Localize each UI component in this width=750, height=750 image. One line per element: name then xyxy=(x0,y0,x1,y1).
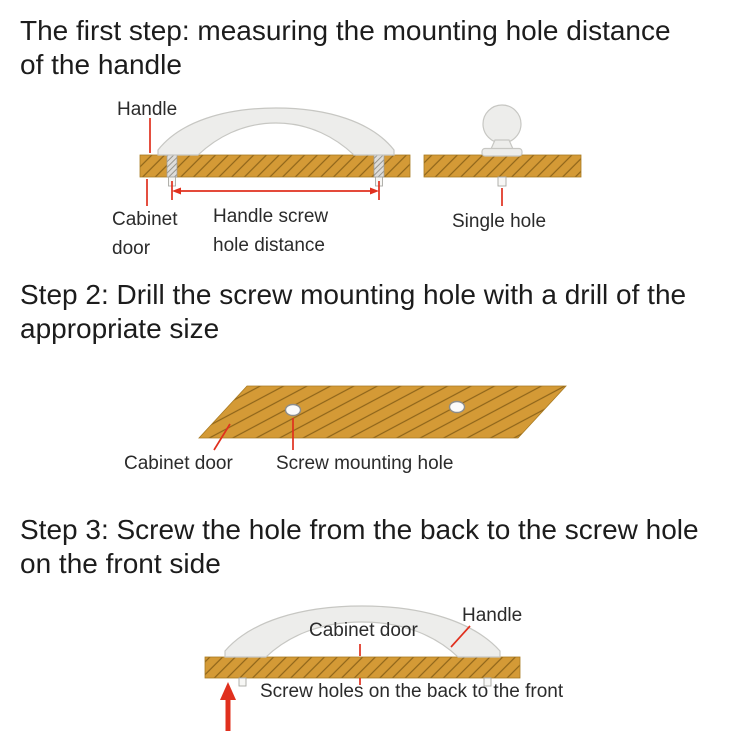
step2-heading: Step 2: Drill the screw mounting hole wi… xyxy=(20,279,687,344)
up-arrow-icon xyxy=(220,682,236,700)
step3-heading: Step 3: Screw the hole from the back to … xyxy=(20,514,699,579)
screw-hole-right xyxy=(448,400,466,414)
step3-screw-holes-label: Screw holes on the back to the front xyxy=(260,681,564,702)
step3-diagram xyxy=(204,605,521,731)
step1-cabinet-door-label: Cabinet door xyxy=(112,209,178,259)
step1-diagram xyxy=(139,104,582,206)
handle-shape xyxy=(157,107,395,156)
cabinet-door-board xyxy=(204,656,521,679)
step3-handle-label: Handle xyxy=(462,605,523,626)
screw-tip-left xyxy=(238,677,247,687)
step1-handle-label: Handle xyxy=(117,99,178,120)
handle-shape xyxy=(224,605,501,658)
screw-tip-right xyxy=(483,677,492,687)
knob-shape xyxy=(482,104,522,144)
step1-single-hole-label: Single hole xyxy=(452,211,547,232)
handle-leader-line xyxy=(450,625,471,648)
cabinet-door-board xyxy=(198,385,567,439)
distance-dimension-line xyxy=(171,181,380,200)
step1-heading: The first step: measuring the mounting h… xyxy=(20,15,671,80)
step2-screw-mounting-hole-label: Screw mounting hole xyxy=(276,453,454,474)
knob-neck xyxy=(490,139,514,150)
step2-cabinet-door-label: Cabinet door xyxy=(124,453,233,474)
step3-cabinet-door-label: Cabinet door xyxy=(309,620,418,641)
cabinet-door-leader-line xyxy=(213,423,231,451)
cabinet-door-board xyxy=(139,154,411,178)
screw-hole-left xyxy=(284,403,302,417)
step2-diagram xyxy=(198,385,567,451)
knob-base xyxy=(481,147,523,157)
knob-screw-tip xyxy=(497,176,507,187)
step1-hole-distance-label: Handle screw hole distance xyxy=(213,206,329,256)
cabinet-door-board-knob xyxy=(423,154,582,178)
